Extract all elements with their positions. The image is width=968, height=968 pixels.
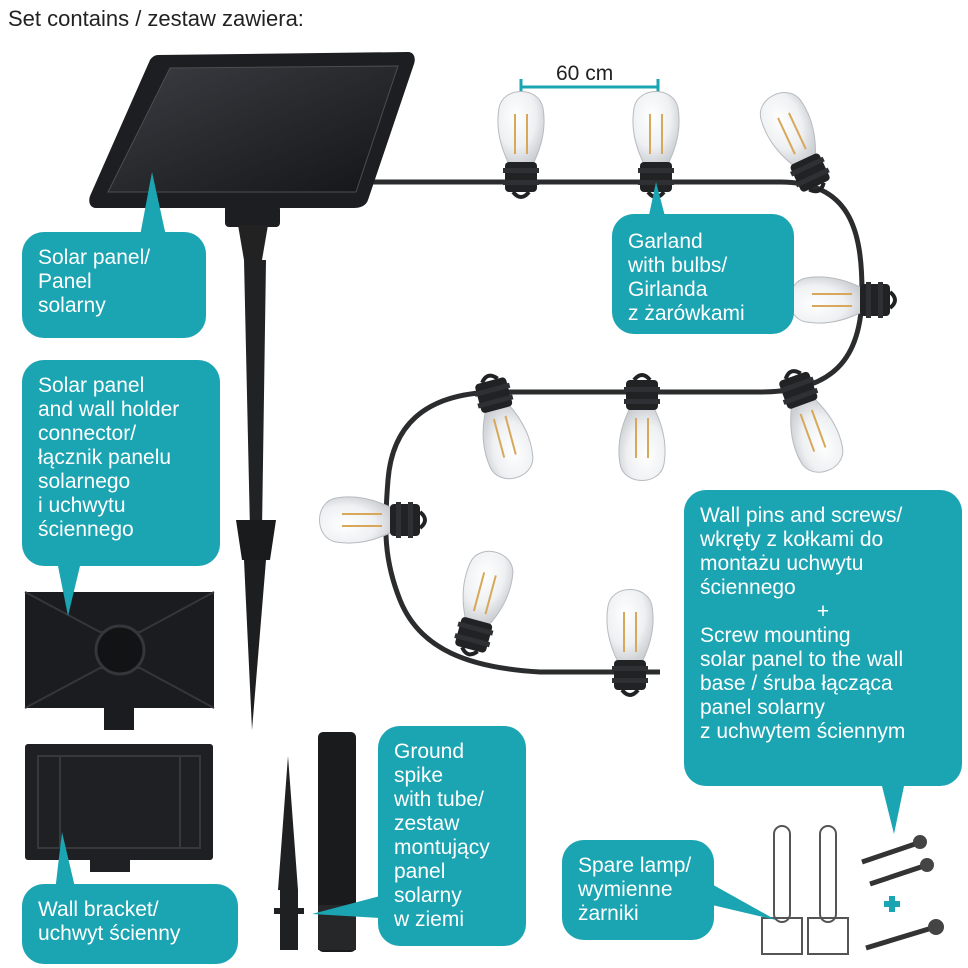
connector-image [24, 591, 215, 730]
page-title: Set contains / zestaw zawiera: [8, 6, 304, 31]
label-line: and wall holder [38, 398, 180, 421]
bulb [464, 367, 541, 486]
label-line: z uchwytem ściennym [700, 720, 906, 743]
label-line: with bulbs/ [628, 254, 728, 277]
label-line: base / śruba łącząca [700, 672, 893, 695]
label-line: montażu uchwytu [700, 552, 864, 575]
label-line: w ziemi [394, 908, 465, 931]
label-line: panel solarny [700, 696, 825, 719]
callout-tail [58, 566, 80, 616]
bulb [604, 587, 656, 697]
callout-tail [648, 182, 666, 220]
label-line: wkręty z kołkami do [700, 528, 884, 551]
solar-panel-image [89, 52, 415, 730]
bulb [495, 89, 547, 199]
bulb [444, 544, 521, 663]
label-line: wymienne [578, 878, 673, 901]
label-line: Girlanda [628, 278, 708, 301]
label-line: solarny [394, 884, 462, 907]
callout-tail [54, 832, 78, 900]
label-connector: Solar panel and wall holder connector/ ł… [22, 360, 220, 566]
label-line: ściennego [38, 518, 134, 541]
label-line: Garland [628, 230, 703, 253]
plus-sign: + [816, 600, 830, 623]
spare-lamps-image [761, 825, 849, 955]
screws-image [861, 835, 944, 951]
label-line: spike [394, 764, 444, 787]
label-line: solar panel to the wall [700, 648, 904, 671]
label-solar-panel: Solar panel/ Panel solarny [22, 232, 206, 338]
wall-bracket-image [25, 744, 213, 872]
label-line: z żarówkami [628, 302, 745, 325]
label-wall-bracket: Wall bracket/ uchwyt ścienny [22, 884, 238, 964]
label-line: montujący [394, 836, 490, 859]
spacing-label: 60 cm [556, 62, 614, 85]
label-line: Spare lamp/ [578, 854, 692, 877]
label-garland: Garland with bulbs/ Girlanda z żarówkami [612, 214, 794, 334]
label-line: ściennego [700, 576, 796, 599]
label-line: panel [394, 860, 446, 883]
bulb [787, 274, 897, 326]
callout-tail [708, 882, 776, 920]
callout-tail [140, 172, 166, 236]
bulb [317, 494, 427, 546]
label-line: solarny [38, 294, 106, 317]
label-line: Screw mounting [700, 624, 851, 647]
label-spare-lamp: Spare lamp/ wymienne żarniki [562, 840, 714, 940]
label-line: Solar panel [38, 374, 145, 397]
garland-cable [370, 179, 865, 675]
label-line: with tube/ [394, 788, 484, 811]
bulb [767, 361, 852, 481]
label-line: Solar panel/ [38, 246, 151, 269]
callout-tail [312, 896, 380, 918]
label-line: uchwyt ścienny [38, 922, 181, 945]
label-line: solarnego [38, 470, 131, 493]
label-line: żarniki [578, 902, 639, 925]
label-ground-spike: Ground spike with tube/ zestaw montujący… [378, 726, 526, 946]
label-line: i uchwytu [38, 494, 126, 517]
label-line: Wall bracket/ [38, 898, 159, 921]
bulb [616, 373, 668, 483]
label-line: connector/ [38, 422, 137, 445]
label-line: łącznik panelu [38, 446, 172, 469]
bulb [630, 89, 682, 199]
label-line: Panel [38, 270, 92, 293]
label-line: zestaw [394, 812, 460, 835]
label-line: Wall pins and screws/ [700, 504, 903, 527]
label-line: Ground [394, 740, 465, 763]
callout-tail [882, 786, 904, 834]
ground-spike-image [274, 732, 356, 952]
label-wall-pins: Wall pins and screws/ wkręty z kołkami d… [684, 490, 962, 786]
